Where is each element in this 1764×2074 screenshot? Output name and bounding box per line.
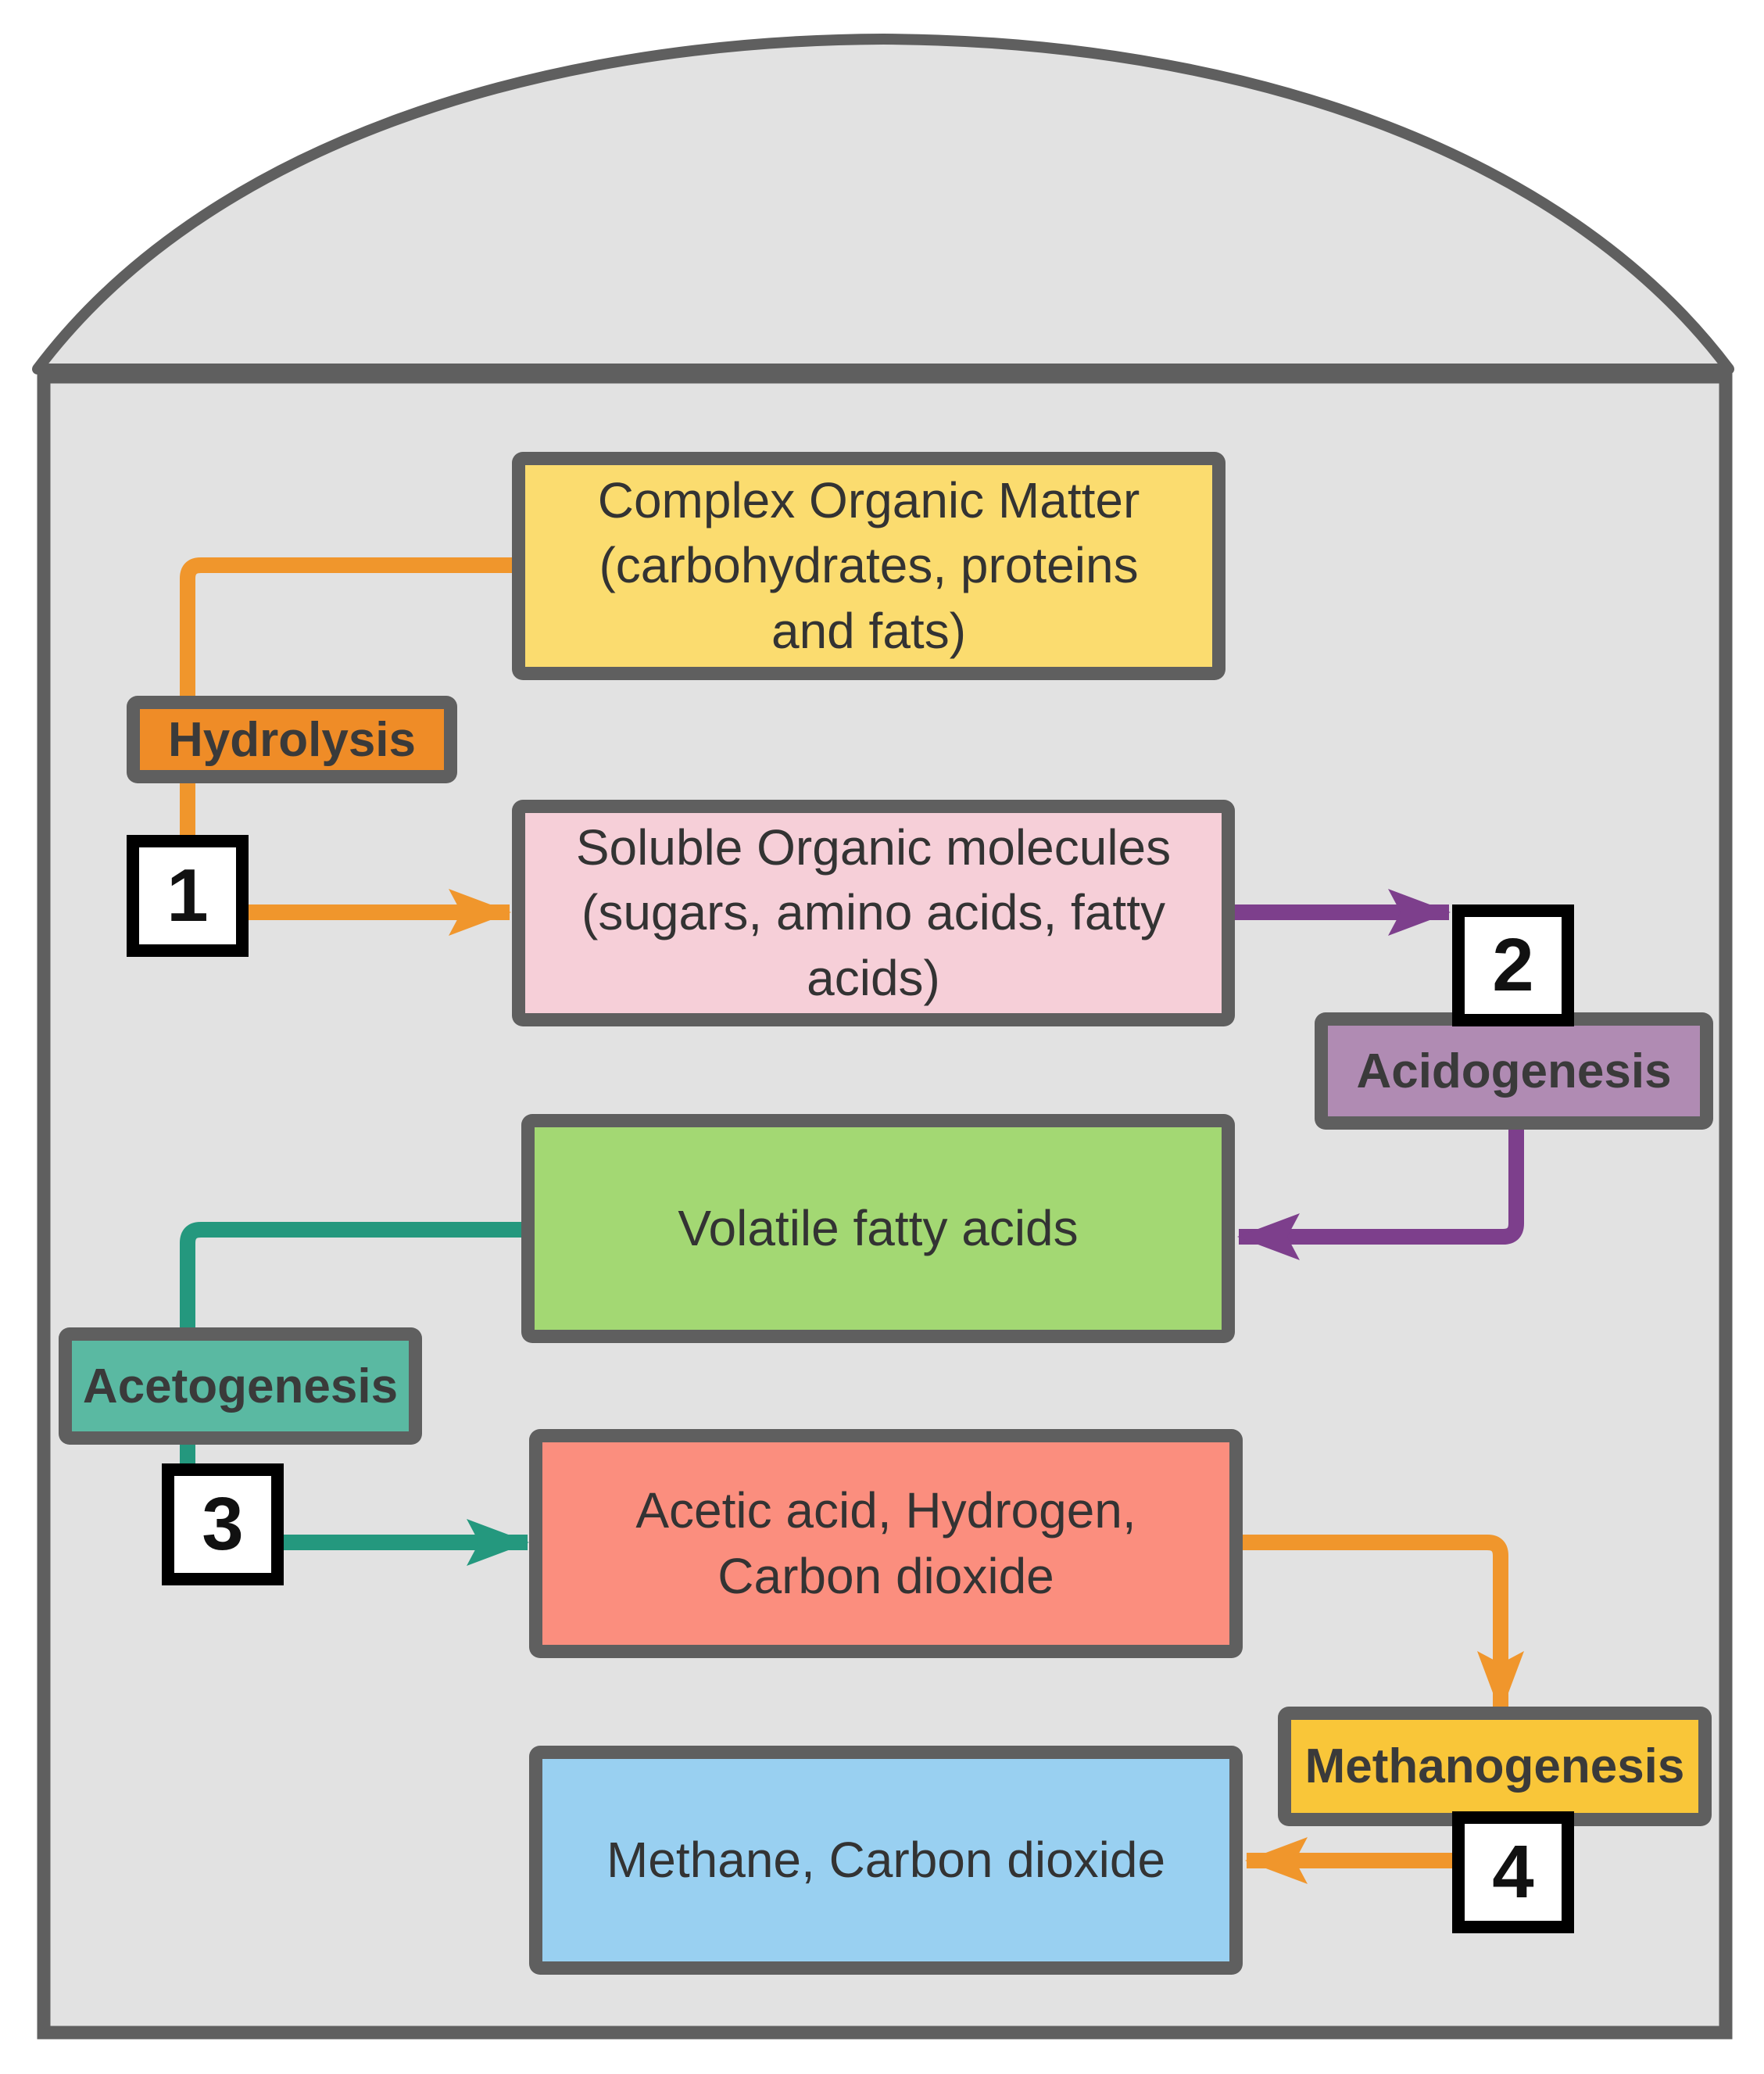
methane-box: Methane, Carbon dioxide — [529, 1746, 1243, 1975]
soluble-organic-molecules-box: Soluble Organic molecules (sugars, amino… — [512, 800, 1235, 1026]
digester-dome — [32, 34, 1734, 374]
acetogenesis-connector — [180, 1222, 525, 1337]
stage-number-4-text: 4 — [1492, 1830, 1534, 1914]
methane-line-1: Methane, Carbon dioxide — [606, 1831, 1166, 1888]
complex-organic-line-1: Complex Organic Matter — [597, 472, 1140, 529]
complex-organic-line-3: and fats) — [771, 602, 967, 659]
soluble-organic-line-1: Soluble Organic molecules — [575, 819, 1172, 876]
acidogenesis-label: Acidogenesis — [1315, 1012, 1713, 1130]
acidogenesis-label-text: Acidogenesis — [1356, 1044, 1672, 1098]
acetic-acid-box: Acetic acid, Hydrogen, Carbon dioxide — [529, 1429, 1243, 1658]
acetic-acid-line-2: Carbon dioxide — [717, 1547, 1054, 1604]
methanogenesis-arrow-in — [1243, 1535, 1524, 1714]
hydrolysis-label-text: Hydrolysis — [167, 712, 417, 767]
methanogenesis-label: Methanogenesis — [1278, 1707, 1712, 1826]
stage-number-1: 1 — [127, 835, 249, 957]
stage-number-1-text: 1 — [166, 854, 209, 937]
stage-number-2-text: 2 — [1492, 923, 1534, 1007]
soluble-organic-line-2: (sugars, amino acids, fatty — [581, 884, 1165, 941]
volatile-fatty-acids-line-1: Volatile fatty acids — [678, 1199, 1079, 1256]
hydrolysis-label: Hydrolysis — [127, 696, 457, 783]
methanogenesis-label-text: Methanogenesis — [1304, 1739, 1685, 1793]
stage-number-3-text: 3 — [202, 1482, 244, 1566]
stage-number-4: 4 — [1452, 1811, 1574, 1933]
volatile-fatty-acids-box: Volatile fatty acids — [521, 1114, 1235, 1343]
stage-number-2: 2 — [1452, 904, 1574, 1026]
complex-organic-line-2: (carbohydrates, proteins — [599, 537, 1139, 594]
complex-organic-matter-box: Complex Organic Matter (carbohydrates, p… — [512, 452, 1225, 680]
acetogenesis-label-text: Acetogenesis — [82, 1359, 399, 1413]
acetogenesis-label: Acetogenesis — [59, 1327, 422, 1445]
acetic-acid-line-1: Acetic acid, Hydrogen, — [635, 1482, 1136, 1539]
hydrolysis-connector — [180, 557, 516, 836]
acidogenesis-arrow-out — [1237, 1130, 1524, 1260]
soluble-organic-line-3: acids) — [807, 949, 940, 1006]
stage-number-3: 3 — [162, 1463, 284, 1585]
